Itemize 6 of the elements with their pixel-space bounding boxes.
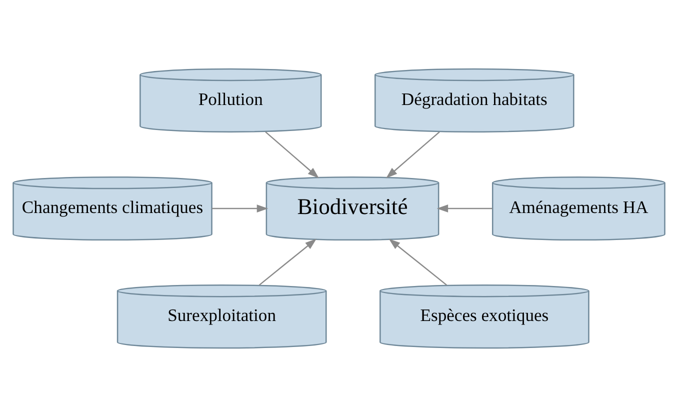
arrow bbox=[436, 204, 492, 212]
arrow bbox=[258, 238, 317, 286]
arrow bbox=[212, 204, 268, 212]
arrow bbox=[388, 238, 448, 286]
arrow bbox=[386, 131, 440, 178]
arrow bbox=[265, 131, 319, 178]
